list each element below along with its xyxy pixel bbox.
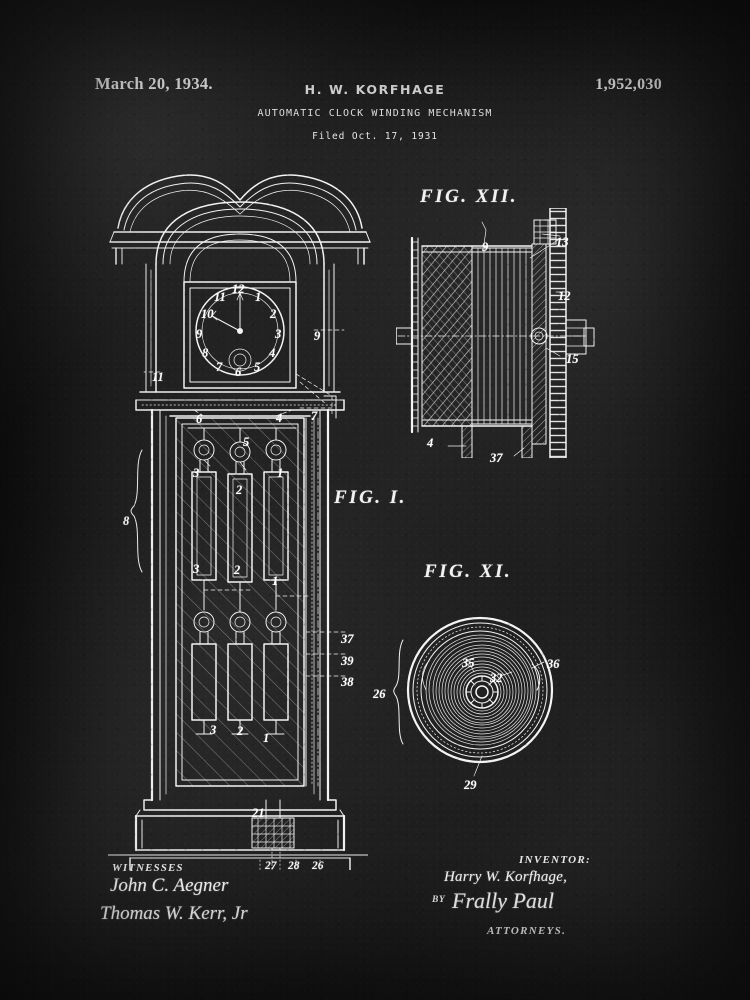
witnesses-label: WITNESSES [112, 862, 184, 874]
figure-12-drawing [396, 208, 596, 458]
brace-26 [392, 638, 408, 746]
ref-numeral-15-fig12: 15 [566, 352, 579, 366]
patent-title: AUTOMATIC CLOCK WINDING MECHANISM [257, 108, 493, 119]
ref-numeral-1-mid-fig1: 1 [272, 574, 279, 588]
ref-numeral-21-fig1: 21 [252, 806, 265, 820]
clock-numeral-5: 5 [254, 360, 261, 374]
by-label: BY [432, 895, 446, 905]
ref-numeral-26-fig1: 26 [312, 860, 324, 872]
ref-numeral-8-fig1: 8 [123, 514, 130, 528]
ref-numeral-2-upper-fig1: 2 [236, 483, 243, 497]
ref-numeral-36-fig11: 36 [547, 657, 560, 671]
ref-numeral-3-lower-fig1: 3 [210, 723, 217, 737]
clock-numeral-3: 3 [275, 327, 282, 341]
ref-numeral-5-fig1: 5 [243, 435, 250, 449]
ref-numeral-37-fig12: 37 [490, 451, 503, 465]
figure-11-drawing [382, 598, 582, 798]
clock-numeral-9: 9 [196, 327, 203, 341]
ref-numeral-9-fig12: 9 [482, 240, 489, 254]
clock-numeral-4: 4 [269, 346, 276, 360]
clock-numeral-2: 2 [270, 307, 277, 321]
patent-inventor-header: H. W. KORFHAGE [304, 82, 446, 97]
ref-numeral-26-fig11: 26 [373, 687, 386, 701]
ref-numeral-38-fig1: 38 [341, 675, 354, 689]
ref-numeral-9-fig1: 9 [314, 329, 321, 343]
patent-issue-date: March 20, 1934. [95, 74, 213, 93]
ref-numeral-7-fig1: 7 [311, 409, 318, 423]
attorneys-label: ATTORNEYS. [487, 925, 567, 937]
clock-numeral-11: 11 [214, 290, 226, 304]
ref-numeral-37-fig1: 37 [341, 632, 354, 646]
ref-numeral-39-fig1: 39 [341, 654, 354, 668]
inventor-signature: Harry W. Korfhage, [444, 869, 568, 885]
figure-11-caption: FIG. XI. [424, 561, 513, 582]
ref-numeral-32-fig11: 32 [490, 671, 503, 685]
ref-numeral-2-mid-fig1: 2 [234, 563, 241, 577]
ref-numeral-1-lower-fig1: 1 [263, 731, 270, 745]
ref-numeral-13-fig12: 13 [556, 235, 569, 249]
ref-numeral-11-fig1: 11 [152, 370, 164, 384]
ref-numeral-12-fig12: 12 [558, 289, 571, 303]
patent-number: 1,952,030 [595, 76, 662, 93]
ref-numeral-6-fig1: 6 [196, 412, 203, 426]
brace-8 [128, 448, 148, 574]
signature-rule [108, 852, 368, 858]
witness-signature-2: Thomas W. Kerr, Jr [100, 903, 248, 924]
clock-numeral-12: 12 [232, 282, 245, 296]
clock-numeral-10: 10 [201, 307, 214, 321]
clock-numeral-8: 8 [202, 346, 209, 360]
ref-numeral-28-fig1: 28 [288, 860, 300, 872]
patent-filing-date: Filed Oct. 17, 1931 [312, 131, 438, 142]
clock-numeral-6: 6 [235, 365, 242, 379]
ref-numeral-29-fig11: 29 [464, 778, 477, 792]
ref-numeral-27-fig1: 27 [265, 860, 277, 872]
ref-numeral-1-upper-fig1: 1 [277, 466, 284, 480]
clock-numeral-1: 1 [255, 290, 262, 304]
attorney-signature: Frally Paul [452, 888, 555, 913]
ref-numeral-4-fig12: 4 [427, 436, 434, 450]
clock-numeral-7: 7 [216, 360, 223, 374]
ref-numeral-3-upper-fig1: 3 [193, 466, 200, 480]
ref-numeral-2-lower-fig1: 2 [237, 724, 244, 738]
figure-12-caption: FIG. XII. [420, 186, 518, 207]
inventor-label: INVENTOR: [519, 854, 592, 866]
witness-signature-1: John C. Aegner [110, 875, 229, 896]
ref-numeral-35-fig11: 35 [462, 656, 475, 670]
ref-numeral-4-fig1: 4 [276, 411, 283, 425]
figure-1-caption: FIG. I. [334, 487, 407, 508]
figure-1-drawing [100, 160, 380, 870]
ref-numeral-3-mid-fig1: 3 [193, 562, 200, 576]
clock-dial: 12 1 2 3 4 5 6 7 8 9 10 11 [186, 280, 294, 382]
